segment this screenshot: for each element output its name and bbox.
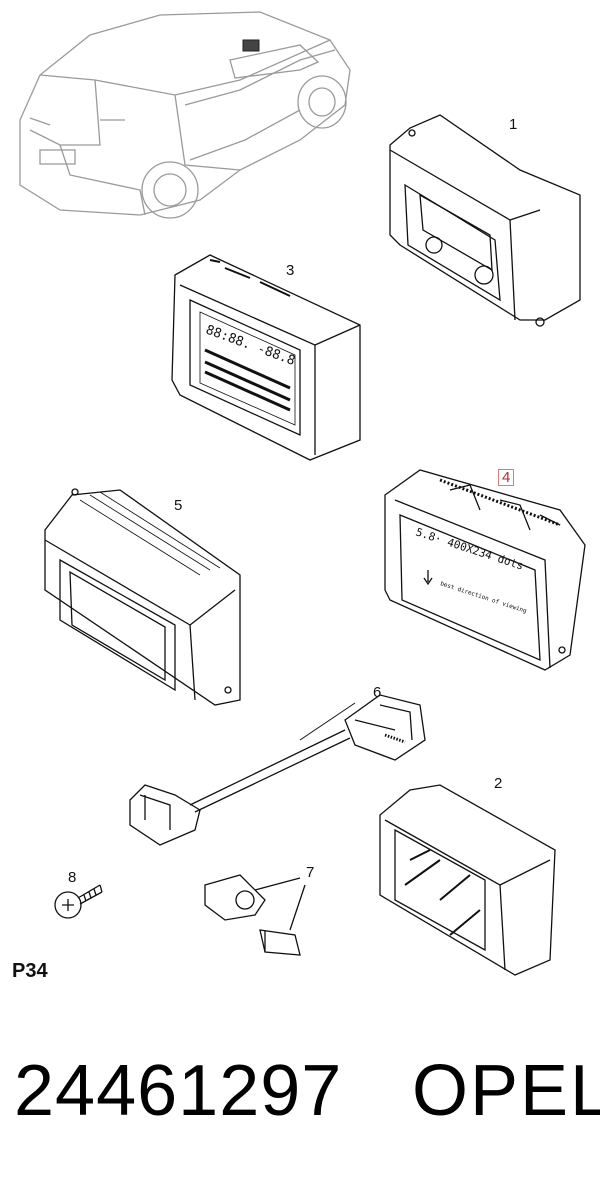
page-code: P34 — [12, 960, 48, 982]
display-resolution-text: 5.8· 400X234 dots — [414, 525, 525, 572]
callout-7: 7 — [306, 864, 315, 881]
svg-text:88:88. -88.8: 88:88. -88.8 — [204, 323, 297, 369]
brand-name: OPEL — [412, 1051, 600, 1131]
viewing-direction-text: best direction of viewing — [439, 580, 527, 615]
part-8-screw — [54, 884, 103, 919]
part-5-housing — [44, 488, 241, 706]
part-6-cable-harness — [129, 694, 426, 846]
car-illustration — [19, 11, 351, 219]
part-7-bulb-socket — [204, 874, 306, 956]
car-part-marker — [242, 39, 260, 52]
part-4-display-module: 5.8· 400X234 dots best direction of view… — [384, 469, 586, 671]
part-1-housing — [389, 114, 581, 327]
callout-2: 2 — [494, 775, 503, 792]
callout-1: 1 — [509, 116, 518, 133]
callout-4: 4 — [498, 469, 515, 486]
part-number: 24461297 — [14, 1051, 343, 1131]
callout-5: 5 — [174, 497, 183, 514]
part-2-cover — [379, 784, 556, 976]
callout-3: 3 — [286, 262, 295, 279]
callout-8: 8 — [68, 869, 77, 886]
callout-6: 6 — [373, 684, 382, 701]
part-3-display-unit: 88:88. -88.8 — [171, 254, 361, 461]
leader-lines — [299, 702, 356, 741]
